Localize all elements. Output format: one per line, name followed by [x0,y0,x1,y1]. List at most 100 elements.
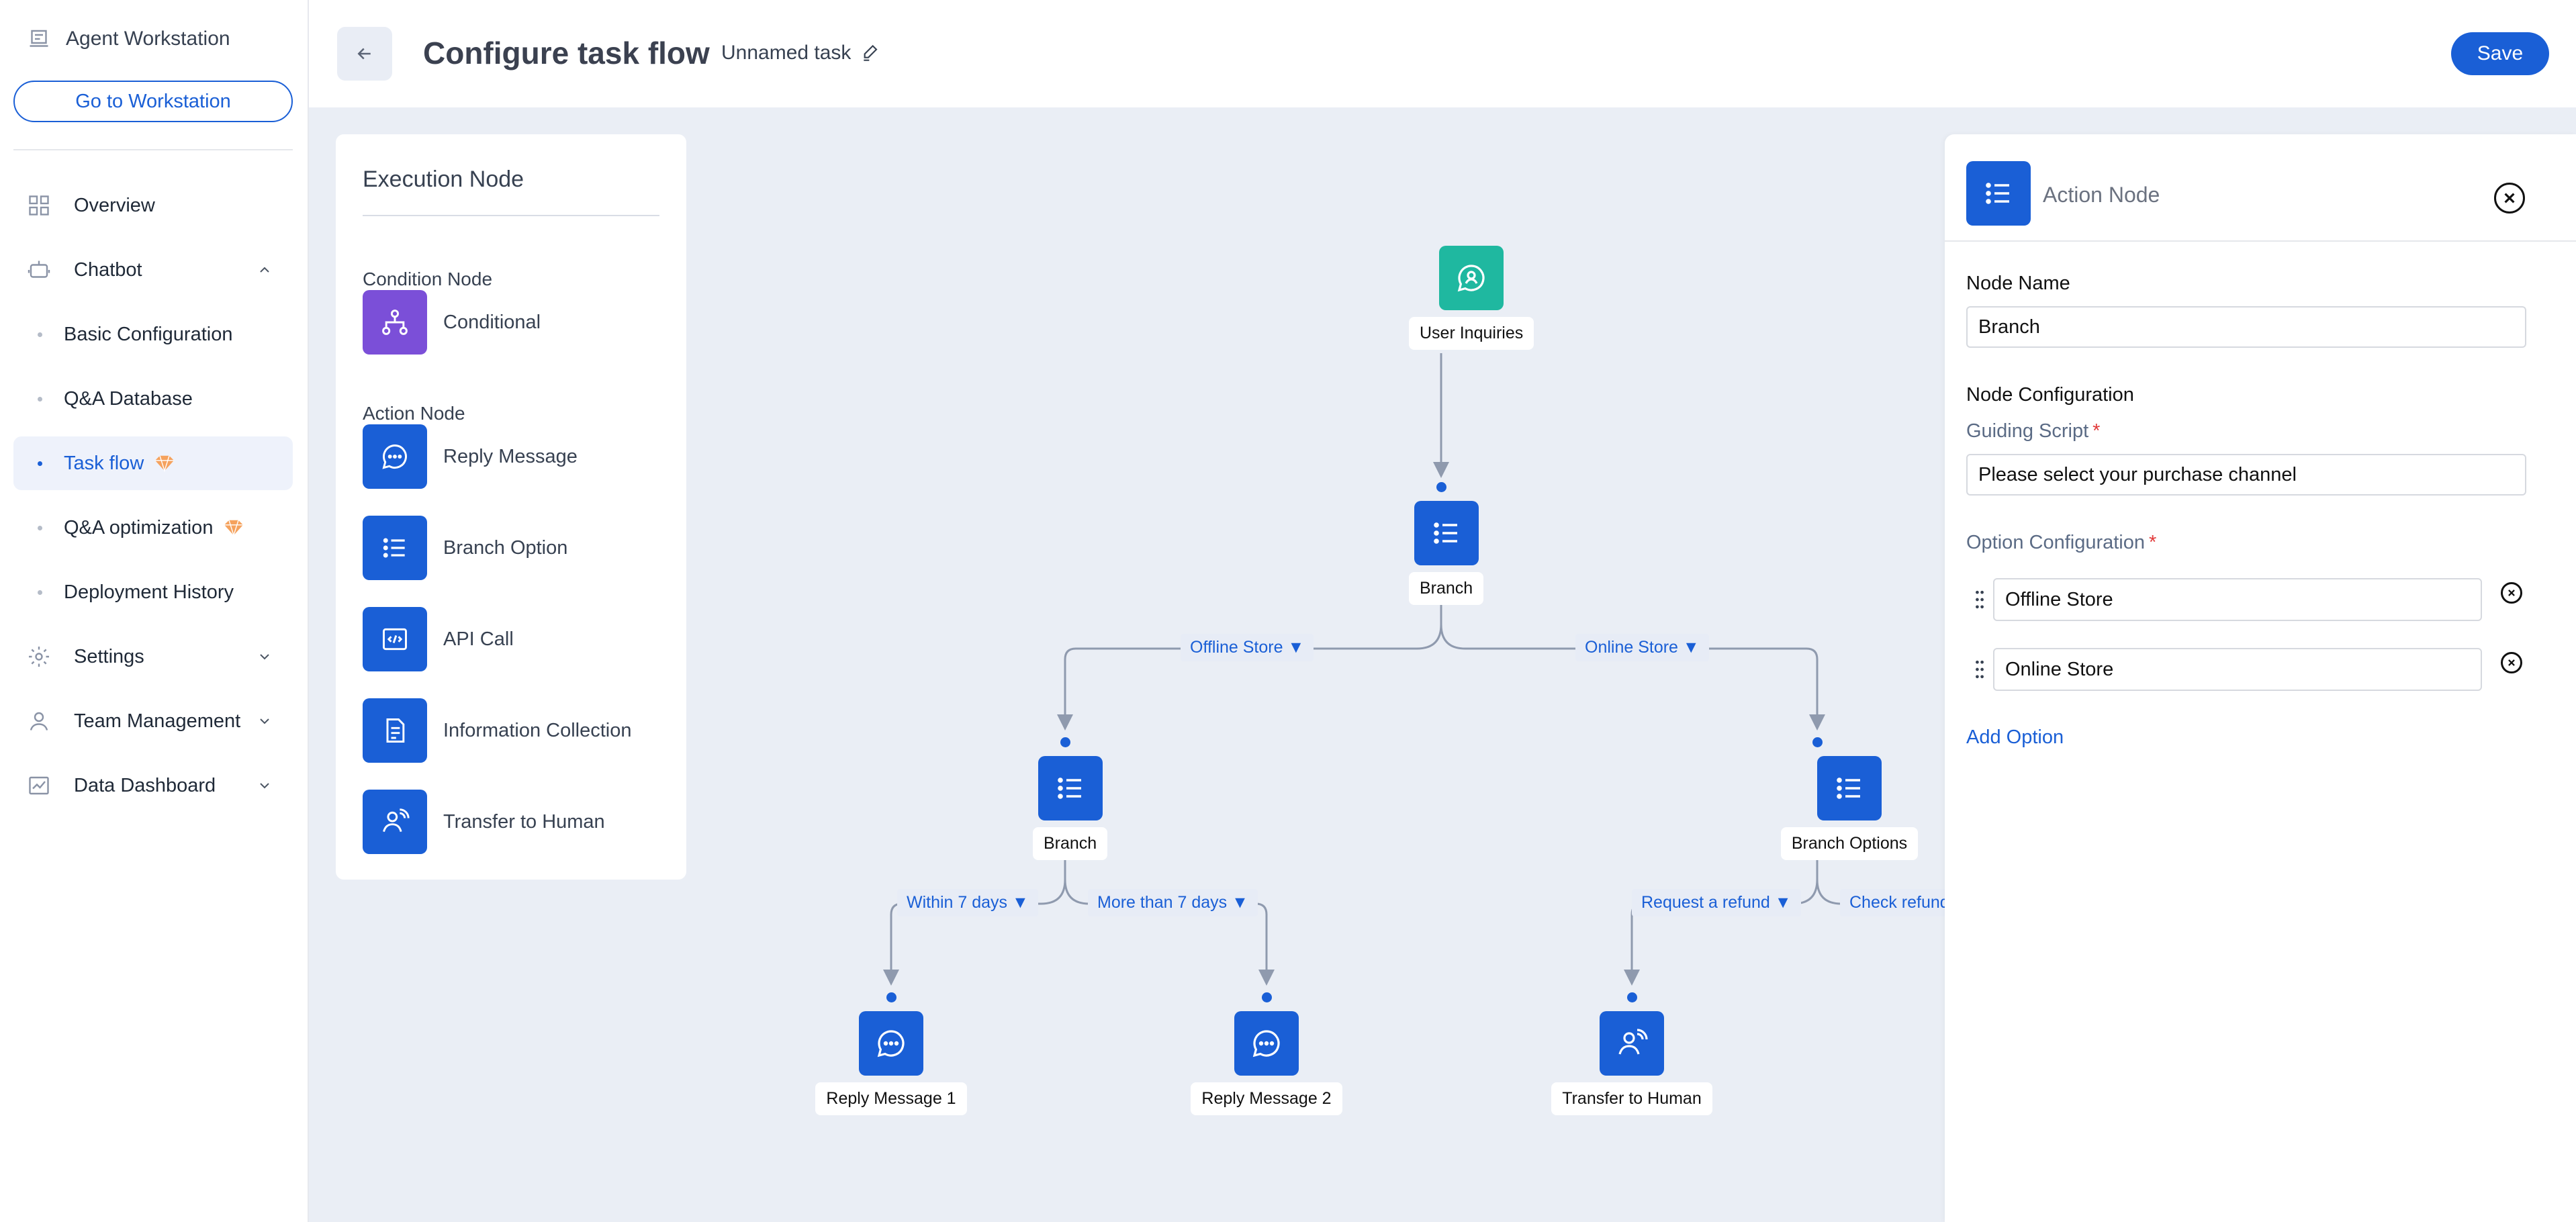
node-label: Reply Message 2 [1191,1082,1342,1115]
option-input[interactable] [1993,578,2482,621]
header: Configure task flow Unnamed task Save [309,0,2576,107]
node-input-handle[interactable] [1060,737,1070,747]
palette-item-information-collection[interactable]: Information Collection [363,698,631,763]
bullet-dot [38,461,42,466]
conditional-node-icon [363,290,427,355]
list-icon [1038,756,1103,820]
page-title: Configure task flow [423,36,710,70]
chat-bubble-icon [859,1011,923,1076]
chevron-down-icon [260,654,269,660]
bullet-dot [38,525,42,530]
node-input-handle[interactable] [886,992,896,1002]
palette-item-label: API Call [443,628,514,650]
option-input[interactable] [1993,648,2482,691]
node-input-handle[interactable] [1627,992,1637,1002]
execution-node-palette: Execution Node Condition Node Conditiona… [336,134,686,880]
list-icon [1817,756,1882,820]
user-icon [30,712,48,731]
node-input-handle[interactable] [1436,482,1446,492]
arrow-left-icon [357,48,371,60]
save-button[interactable]: Save [2451,32,2549,75]
sidebar-item-team-management[interactable]: Team Management [13,694,293,748]
palette-section-condition: Condition Node [363,269,493,289]
bullet-dot [38,396,42,402]
sidebar-subitem-deployment-history[interactable]: Deployment History [13,565,293,619]
edge-right-to-transfer [1624,859,1819,986]
node-branch-root[interactable]: Branch [1409,501,1484,605]
agent-transfer-icon [363,790,427,854]
sidebar-item-label: Settings [74,645,144,667]
node-branch-left[interactable]: Branch [1033,756,1108,860]
sidebar-divider [13,149,293,150]
sidebar-item-label: Q&A optimization [64,516,214,538]
chat-bubble-icon [363,424,427,489]
palette-item-label: Transfer to Human [443,810,605,833]
edge-label-offline-store[interactable]: Offline Store ▼ [1181,634,1314,661]
brand-label: Agent Workstation [66,28,230,50]
back-button[interactable] [337,27,392,81]
edge-label-more-than-7-days[interactable]: More than 7 days ▼ [1088,889,1258,916]
palette-item-transfer-to-human[interactable]: Transfer to Human [363,790,605,854]
node-input-handle[interactable] [1812,737,1823,747]
remove-option-button[interactable] [2501,582,2522,604]
sidebar-item-data-dashboard[interactable]: Data Dashboard [13,759,293,812]
palette-item-label: Branch Option [443,536,568,559]
task-name[interactable]: Unnamed task [721,42,882,64]
gear-icon [29,647,49,667]
task-name-label: Unnamed task [721,42,852,64]
sidebar-item-label: Overview [74,194,155,216]
close-panel-button[interactable] [2494,183,2525,214]
edge-label-online-store[interactable]: Online Store ▼ [1575,634,1709,661]
node-label: Reply Message 1 [815,1082,967,1115]
edit-icon[interactable] [860,42,882,64]
node-label: Transfer to Human [1551,1082,1712,1115]
drag-handle-icon[interactable] [1966,659,1993,679]
brand: Agent Workstation [27,27,230,51]
palette-item-label: Conditional [443,311,541,333]
add-option-link[interactable]: Add Option [1966,726,2064,748]
go-to-workstation-button[interactable]: Go to Workstation [13,81,293,122]
node-input-handle[interactable] [1262,992,1272,1002]
sidebar-subitem-qa-optimization[interactable]: Q&A optimization [13,501,293,555]
node-reply-message-2[interactable]: Reply Message 2 [1179,1011,1354,1115]
required-mark: * [2149,532,2157,553]
option-configuration-text: Option Configuration [1966,532,2145,553]
palette-title: Execution Node [363,167,524,192]
list-icon [1414,501,1479,565]
palette-divider [363,215,659,216]
chevron-up-icon [260,267,269,273]
remove-option-button[interactable] [2501,652,2522,673]
agent-transfer-icon [1600,1011,1664,1076]
node-reply-message-1[interactable]: Reply Message 1 [806,1011,976,1115]
close-icon [2504,193,2515,203]
chat-bubble-icon [1234,1011,1299,1076]
edge-label-check-refund[interactable]: Check refund p [1840,889,1973,916]
node-name-input[interactable] [1966,306,2526,348]
palette-item-api-call[interactable]: API Call [363,607,514,671]
chevron-down-icon [260,718,269,724]
palette-item-label: Information Collection [443,719,632,741]
node-user-inquiries[interactable]: User Inquiries [1409,246,1534,350]
guiding-script-input[interactable] [1966,454,2526,496]
sidebar-item-settings[interactable]: Settings [13,630,293,684]
chart-icon [29,776,49,795]
palette-item-reply-message[interactable]: Reply Message [363,424,578,489]
edge-label-request-refund[interactable]: Request a refund ▼ [1632,889,1801,916]
node-branch-options[interactable]: Branch Options [1750,756,1949,860]
palette-item-conditional[interactable]: Conditional [363,290,541,355]
sidebar-subitem-qa-database[interactable]: Q&A Database [13,372,293,426]
sidebar-item-overview[interactable]: Overview [13,179,293,232]
palette-item-branch-option[interactable]: Branch Option [363,516,567,580]
list-icon [363,516,427,580]
sidebar-item-label: Q&A Database [64,387,193,410]
node-label: Branch Options [1780,827,1919,860]
form-icon [363,698,427,763]
sidebar-subitem-task-flow[interactable]: Task flow [13,436,293,490]
sidebar-subitem-basic-configuration[interactable]: Basic Configuration [13,308,293,361]
node-transfer-to-human[interactable]: Transfer to Human [1532,1011,1731,1115]
edge-label-within-7-days[interactable]: Within 7 days ▼ [897,889,1038,916]
premium-gem-icon [155,455,175,473]
drag-handle-icon[interactable] [1966,590,1993,610]
sidebar-item-chatbot[interactable]: Chatbot [13,243,293,297]
sidebar-item-label: Data Dashboard [74,774,216,796]
